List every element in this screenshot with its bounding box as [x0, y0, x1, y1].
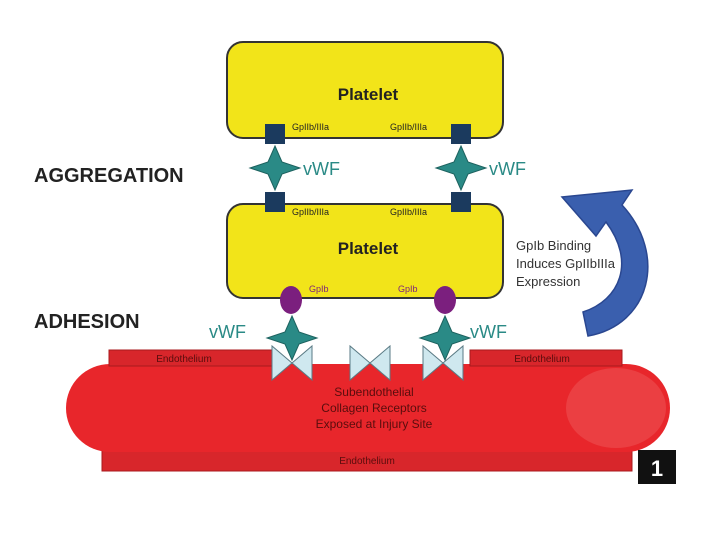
platelet-upper-receptor-right: GpIIb/IIIa	[390, 122, 427, 132]
arrow-caption-line-2: Induces GpIIbIIIa	[516, 256, 616, 271]
gpiibiiia-receptor-square	[265, 192, 285, 212]
vwf-label: vWF	[470, 322, 507, 342]
vwf-label: vWF	[303, 159, 340, 179]
adhesion-label: ADHESION	[34, 311, 140, 333]
arrow-caption-line-3: Expression	[516, 274, 580, 289]
vwf-label: vWF	[489, 159, 526, 179]
platelet-upper: Platelet GpIIb/IIIa GpIIb/IIIa	[226, 41, 504, 139]
endothelium-top-right-label: Endothelium	[514, 354, 570, 365]
vessel-lumen: Subendothelial Collagen Receptors Expose…	[66, 364, 670, 452]
endothelium-top-left-label: Endothelium	[156, 354, 212, 365]
vwf-label: vWF	[209, 322, 246, 342]
platelet-lower-label: Platelet	[338, 239, 399, 258]
endothelium-top-right: Endothelium	[469, 349, 623, 367]
endothelium-bottom: Endothelium	[101, 448, 633, 472]
platelet-lower-receptor-bottom-right: GpIb	[398, 284, 418, 294]
figure-number-badge: 1	[638, 450, 676, 484]
gpib-receptor-oval	[434, 286, 456, 314]
aggregation-label: AGGREGATION	[34, 165, 184, 187]
platelet-upper-label: Platelet	[338, 85, 399, 104]
gpib-receptor-oval	[280, 286, 302, 314]
vwf-star-aggregation-right	[434, 144, 488, 192]
subendothelial-line-3: Exposed at Injury Site	[316, 417, 433, 431]
subendothelial-line-1: Subendothelial	[334, 385, 413, 399]
platelet-lower: Platelet GpIIb/IIIa GpIIb/IIIa GpIb GpIb	[226, 203, 504, 299]
platelet-lower-receptor-top-right: GpIIb/IIIa	[390, 207, 427, 217]
collagen-receptor-center	[349, 344, 391, 382]
endothelium-top-left: Endothelium	[108, 349, 273, 367]
induction-arrow	[560, 189, 649, 337]
collagen-receptor-right	[422, 344, 464, 382]
platelet-lower-receptor-bottom-left: GpIb	[309, 284, 329, 294]
vwf-star-adhesion-left	[265, 314, 319, 362]
platelet-upper-receptor-left: GpIIb/IIIa	[292, 122, 329, 132]
subendothelial-line-2: Collagen Receptors	[321, 401, 426, 415]
gpiibiiia-receptor-square	[451, 192, 471, 212]
arrow-caption-line-1: GpIb Binding	[516, 238, 591, 253]
vwf-star-adhesion-right	[418, 314, 472, 362]
collagen-receptor-left	[271, 344, 313, 382]
figure-number: 1	[651, 456, 663, 481]
gpiibiiia-receptor-square	[265, 124, 285, 144]
vwf-star-aggregation-left	[248, 144, 302, 192]
endothelium-bottom-label: Endothelium	[339, 456, 395, 467]
gpiibiiia-receptor-square	[451, 124, 471, 144]
platelet-lower-receptor-top-left: GpIIb/IIIa	[292, 207, 329, 217]
